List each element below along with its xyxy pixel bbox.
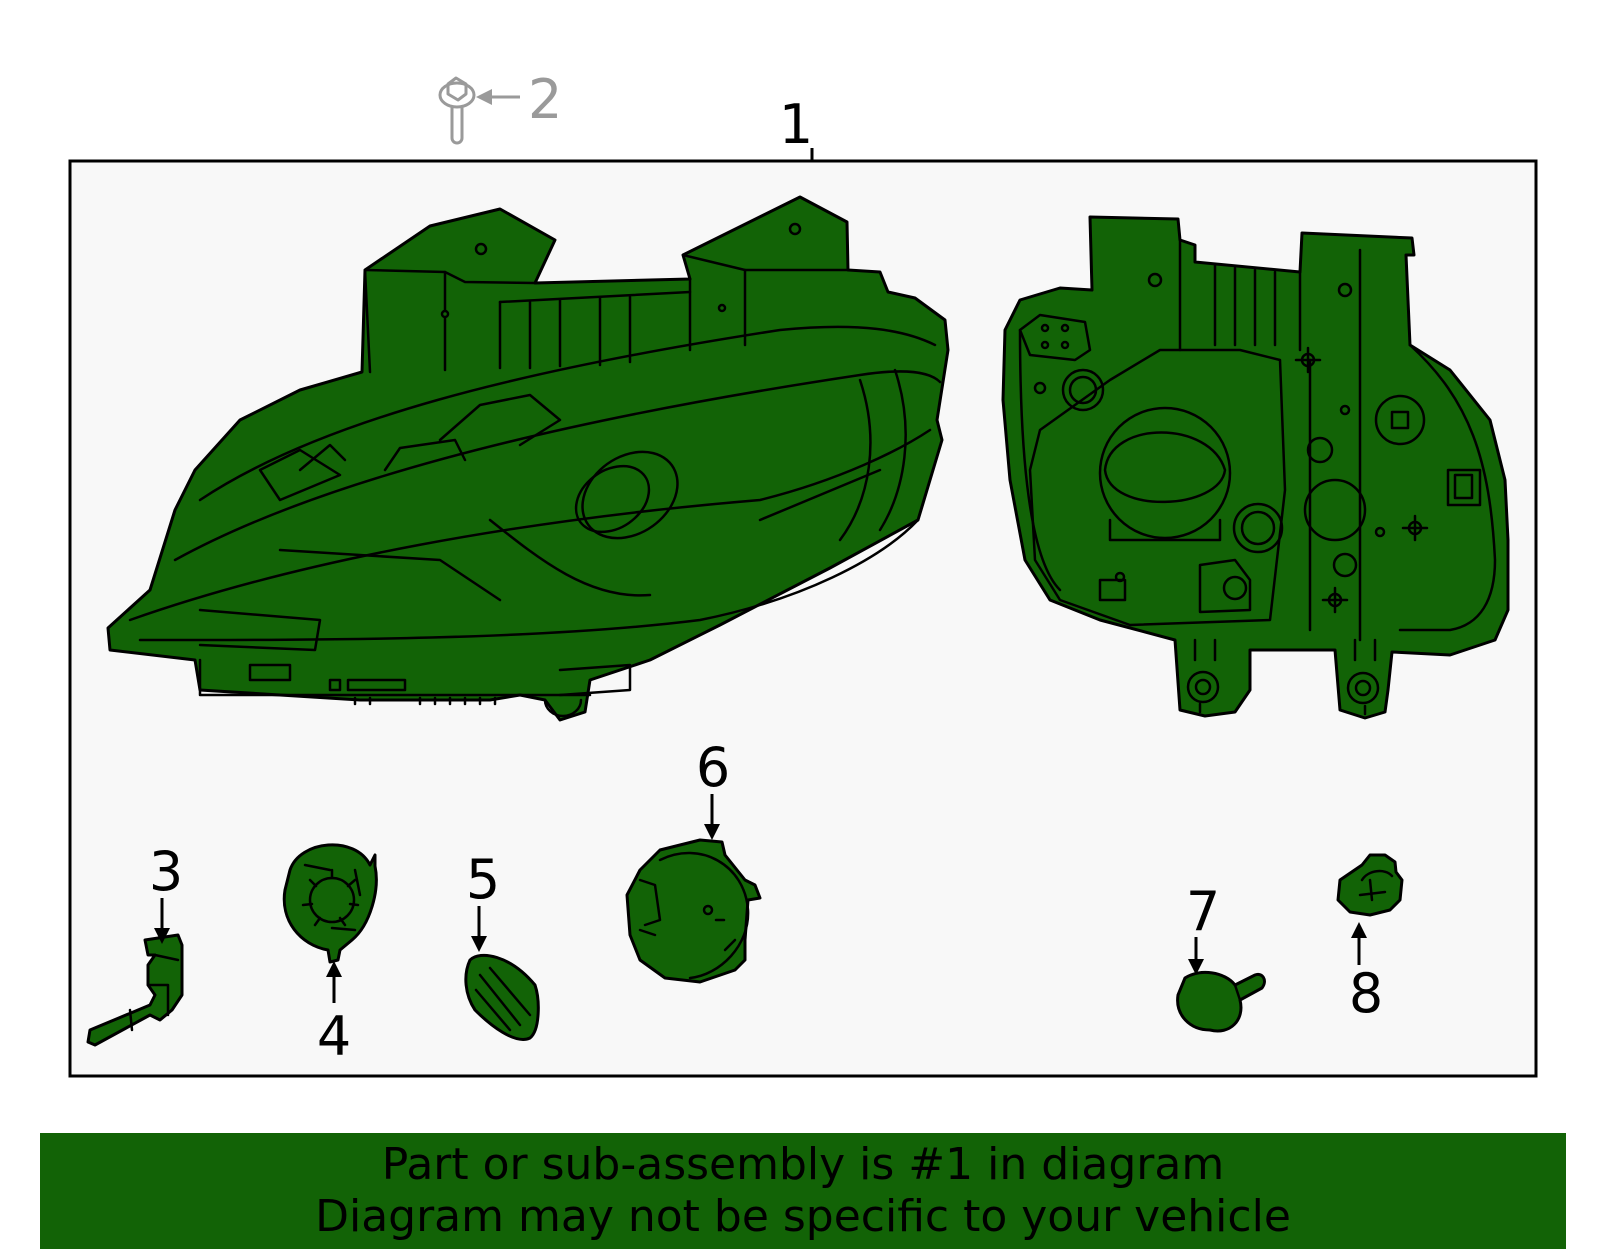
part-4-cover xyxy=(282,843,378,964)
callout-2-arrow xyxy=(476,89,520,105)
callout-3: 3 xyxy=(149,840,183,903)
callout-8-arrow xyxy=(1351,922,1367,965)
callout-6: 6 xyxy=(696,736,730,799)
callout-7: 7 xyxy=(1186,880,1220,943)
banner-line-2: Diagram may not be specific to your vehi… xyxy=(315,1191,1291,1242)
callout-5-arrow xyxy=(471,906,487,952)
callout-1: 1 xyxy=(779,93,813,156)
callout-6-arrow xyxy=(704,794,720,840)
callout-8: 8 xyxy=(1349,962,1383,1025)
callout-4-arrow xyxy=(326,961,342,1003)
part-3-socket xyxy=(86,933,184,1047)
part-7-bulb xyxy=(1176,970,1266,1033)
banner-line-1: Part or sub-assembly is #1 in diagram xyxy=(381,1139,1225,1190)
callout-4: 4 xyxy=(317,1005,351,1068)
callout-7-arrow xyxy=(1188,937,1204,975)
callout-5: 5 xyxy=(466,848,500,911)
callout-3-arrow xyxy=(154,898,170,944)
headlamp-front-view xyxy=(106,195,950,722)
disclaimer-banner: Part or sub-assembly is #1 in diagram Di… xyxy=(40,1133,1566,1249)
part-2-bolt xyxy=(438,76,476,145)
part-6-retainer xyxy=(625,838,762,984)
headlamp-rear-view xyxy=(1001,215,1510,720)
callout-2: 2 xyxy=(528,68,562,131)
part-8-socket xyxy=(1336,853,1404,917)
part-5-cap xyxy=(464,953,540,1041)
